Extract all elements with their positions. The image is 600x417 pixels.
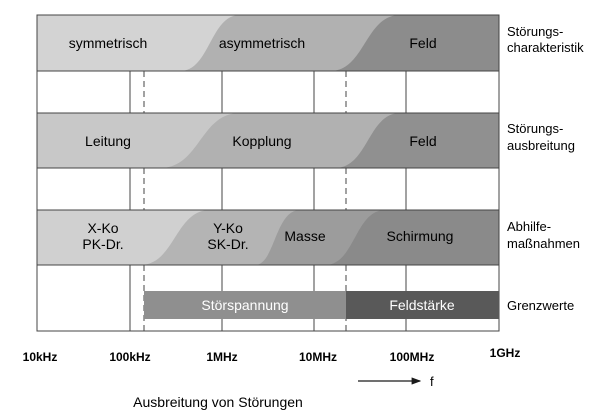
region-pk-dr: PK-Dr. bbox=[82, 236, 123, 252]
bar-feldstaerke bbox=[346, 291, 499, 319]
region-leitung: Leitung bbox=[85, 133, 131, 149]
region-feld: Feld bbox=[409, 35, 436, 51]
frequency-axis: 10kHz 100kHz 1MHz 10MHz 100MHz 1GHz bbox=[23, 346, 521, 364]
label-propagation-2: ausbreitung bbox=[507, 138, 575, 153]
figure-caption: Ausbreitung von Störungen bbox=[133, 394, 303, 410]
grid-row-1 bbox=[36, 70, 500, 114]
decade-grid bbox=[36, 70, 500, 332]
region-kopplung: Kopplung bbox=[232, 133, 291, 149]
frequency-arrow: f bbox=[358, 374, 434, 389]
tick-10khz: 10kHz bbox=[23, 350, 58, 364]
tick-1mhz: 1MHz bbox=[206, 350, 237, 364]
region-feld: Feld bbox=[409, 133, 436, 149]
label-remedy-2: maßnahmen bbox=[507, 236, 580, 251]
label-characteristic-1: Störungs- bbox=[507, 24, 563, 39]
grid-row-2 bbox=[36, 167, 500, 211]
band-zone-3 bbox=[330, 15, 499, 71]
tick-100khz: 100kHz bbox=[109, 350, 150, 364]
propagation-band: Leitung Kopplung Feld bbox=[36, 112, 500, 169]
bar-stoerspannung bbox=[144, 291, 346, 319]
tick-100mhz: 100MHz bbox=[390, 350, 435, 364]
region-masse: Masse bbox=[284, 228, 325, 244]
region-symmetrisch: symmetrisch bbox=[69, 35, 148, 51]
label-propagation-1: Störungs- bbox=[507, 121, 563, 136]
tick-1ghz: 1GHz bbox=[490, 346, 521, 360]
region-y-ko: Y-Ko bbox=[213, 220, 243, 236]
label-characteristic-2: charakteristik bbox=[507, 40, 584, 55]
region-asymmetrisch: asymmetrisch bbox=[219, 35, 305, 51]
label-stoerspannung: Störspannung bbox=[201, 297, 288, 313]
arrow-label-f: f bbox=[430, 374, 434, 389]
band-zone-4 bbox=[325, 210, 499, 265]
row-labels: Störungs- charakteristik Störungs- ausbr… bbox=[507, 24, 584, 313]
tick-10mhz: 10MHz bbox=[299, 350, 337, 364]
label-remedy-1: Abhilfe- bbox=[507, 219, 551, 234]
limit-bars: Störspannung Feldstärke bbox=[144, 291, 499, 319]
region-sk-dr: SK-Dr. bbox=[207, 236, 248, 252]
characteristic-band: symmetrisch asymmetrisch Feld bbox=[36, 14, 500, 72]
remedy-band: X-Ko PK-Dr. Y-Ko SK-Dr. Masse Schirmung bbox=[36, 209, 500, 266]
region-x-ko: X-Ko bbox=[87, 220, 118, 236]
label-limits: Grenzwerte bbox=[507, 298, 574, 313]
region-schirmung: Schirmung bbox=[387, 228, 454, 244]
label-feldstaerke: Feldstärke bbox=[389, 297, 455, 313]
band-zone-3 bbox=[335, 113, 499, 168]
